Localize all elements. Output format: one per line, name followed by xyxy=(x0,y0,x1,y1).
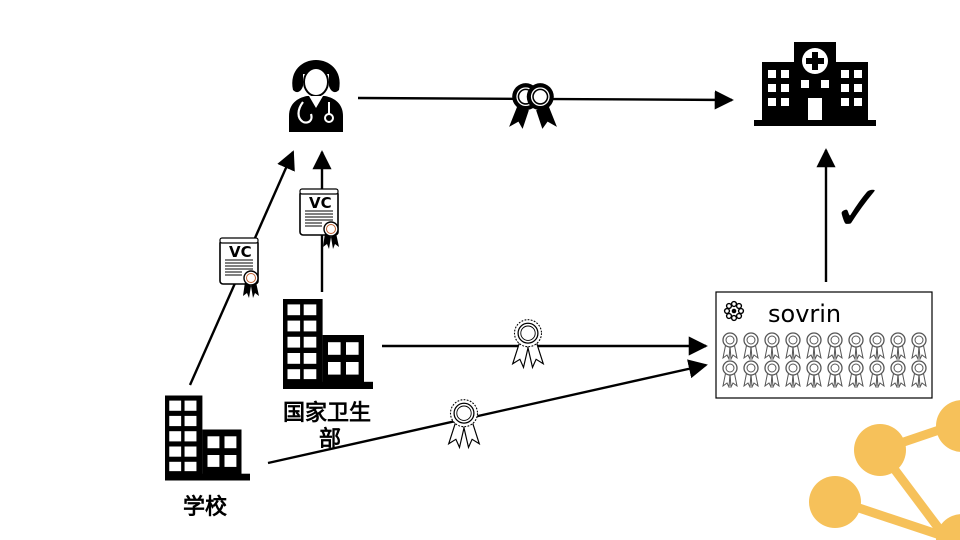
vc-certificate-ministry: VC xyxy=(299,188,340,250)
hospital-icon xyxy=(754,42,876,126)
accent-circle xyxy=(936,400,960,452)
sovrin-ledger: sovrin xyxy=(715,291,933,399)
verification-checkmark: ✓ xyxy=(832,172,886,246)
school-building-icon xyxy=(165,395,250,481)
vc-certificate-school: VC xyxy=(219,237,260,299)
school-label: 学校 xyxy=(183,494,228,520)
ministry-building-icon xyxy=(283,299,373,389)
sovrin-label: sovrin xyxy=(768,300,841,328)
ministry-label-line2: 部 xyxy=(319,426,341,452)
accent-circle xyxy=(936,514,960,540)
vc-label: VC xyxy=(229,243,252,261)
accent-circle xyxy=(809,476,861,528)
accent-circle xyxy=(854,424,906,476)
arrow-school-to-ledger xyxy=(267,359,708,465)
accent-decoration xyxy=(809,400,960,540)
ribbon-badge-icon xyxy=(448,399,480,449)
rosette-badge-icon xyxy=(508,82,558,130)
sovrin-logo-icon xyxy=(723,300,745,322)
doctor-icon xyxy=(289,60,343,132)
vc-label: VC xyxy=(309,194,332,212)
ribbon-badge-icon xyxy=(512,319,544,369)
ministry-label: 国家卫生 xyxy=(283,400,371,426)
